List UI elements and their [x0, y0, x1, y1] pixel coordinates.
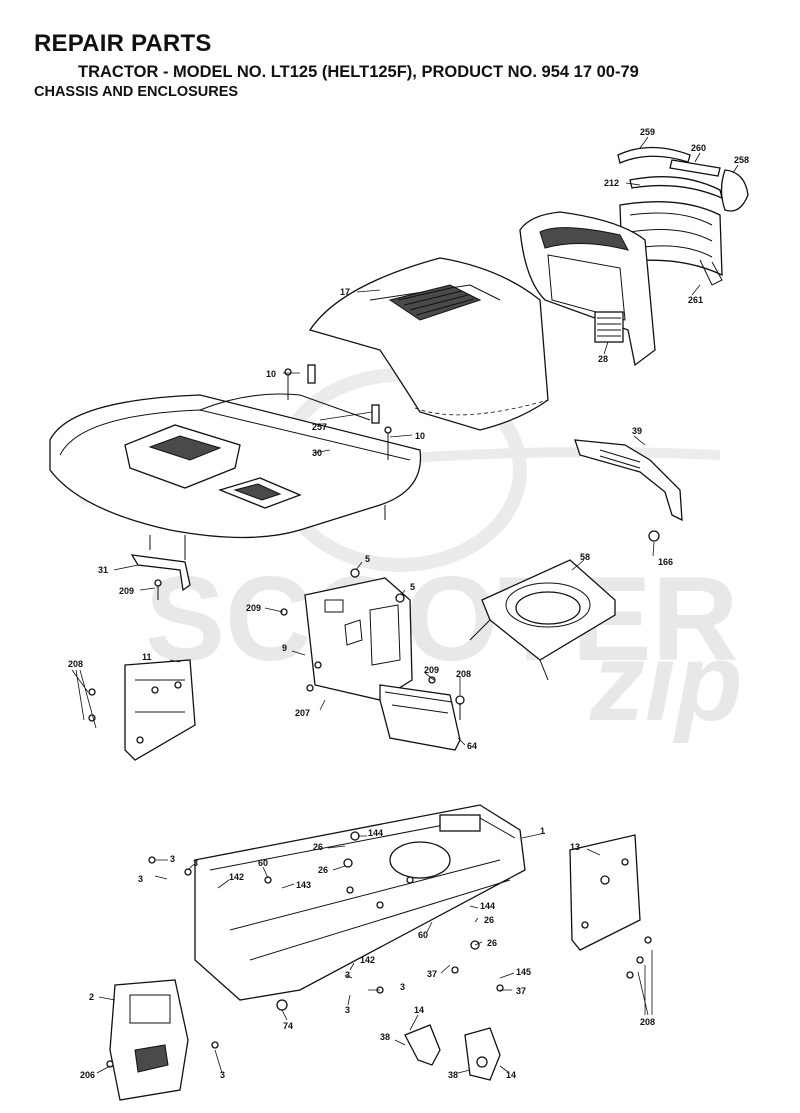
callout-26c: 26 [484, 915, 494, 925]
callout-31: 31 [98, 565, 108, 575]
side-panel-11 [124, 659, 196, 761]
callout-145: 145 [516, 967, 531, 977]
callout-60a: 60 [258, 858, 268, 868]
callout-5a: 5 [365, 554, 370, 564]
callout-142b: 142 [360, 955, 375, 965]
callout-11: 11 [142, 652, 152, 662]
callout-10b: 10 [415, 431, 425, 441]
callout-74: 74 [283, 1021, 293, 1031]
callout-166: 166 [658, 557, 673, 567]
callout-3c: 3 [138, 874, 143, 884]
callout-26d: 26 [487, 938, 497, 948]
hood [308, 257, 549, 431]
brackets-38 [404, 1024, 501, 1081]
front-panel-2 [109, 979, 189, 1101]
callout-3f: 3 [345, 1005, 350, 1015]
callout-38a: 38 [380, 1032, 390, 1042]
callout-207: 207 [295, 708, 310, 718]
leader-lines [71, 136, 739, 1074]
callout-206: 206 [80, 1070, 95, 1080]
callout-9: 9 [282, 643, 287, 653]
callout-260: 260 [691, 143, 706, 153]
callout-3g: 3 [220, 1070, 225, 1080]
callout-3e: 3 [400, 982, 405, 992]
callout-60b: 60 [418, 930, 428, 940]
callout-3d: 3 [345, 970, 350, 980]
callout-208a: 208 [456, 669, 471, 679]
rear-panel-13 [569, 834, 641, 951]
bracket-39 [574, 439, 683, 542]
callout-30: 30 [312, 448, 322, 458]
grille-frame [519, 211, 656, 367]
callout-3a: 3 [170, 854, 175, 864]
callout-26b: 26 [318, 865, 328, 875]
hardware [88, 608, 652, 1068]
callout-64: 64 [467, 741, 477, 751]
callout-257: 257 [312, 422, 327, 432]
dash-panel [304, 568, 413, 701]
duct-58 [469, 559, 616, 681]
callout-144a: 144 [368, 828, 383, 838]
callout-14b: 14 [506, 1070, 516, 1080]
callout-209a: 209 [119, 586, 134, 596]
callout-13: 13 [570, 842, 580, 852]
callout-2: 2 [89, 992, 94, 1002]
callout-144b: 144 [480, 901, 495, 911]
callout-1: 1 [540, 826, 545, 836]
model-subtitle: TRACTOR - MODEL NO. LT125 (HELT125F), PR… [78, 63, 639, 81]
callout-3b: 3 [193, 858, 198, 868]
callout-258: 258 [734, 155, 749, 165]
callout-17: 17 [340, 287, 350, 297]
watermark: SCOOTER zip [79, 368, 743, 744]
callout-259: 259 [640, 127, 655, 137]
callout-10a: 10 [266, 369, 276, 379]
callout-142a: 142 [229, 872, 244, 882]
callout-212: 212 [604, 178, 619, 188]
watermark-suffix: zip [589, 621, 743, 744]
callout-38b: 38 [448, 1070, 458, 1080]
lower-panel-64 [379, 684, 465, 751]
callout-143: 143 [296, 880, 311, 890]
watermark-brand: SCOOTER [145, 552, 738, 686]
callout-209b: 209 [246, 603, 261, 613]
callout-209c: 209 [424, 665, 439, 675]
callout-208c: 208 [640, 1017, 655, 1027]
callout-37a: 37 [427, 969, 437, 979]
callout-28: 28 [598, 354, 608, 364]
callout-39: 39 [632, 426, 642, 436]
callout-58: 58 [580, 552, 590, 562]
page-title: REPAIR PARTS [34, 30, 212, 57]
main-frame [194, 804, 526, 1001]
callout-37b: 37 [516, 986, 526, 996]
callout-261: 261 [688, 295, 703, 305]
callout-26a: 26 [313, 842, 323, 852]
fender-pan [49, 364, 422, 560]
section-title: CHASSIS AND ENCLOSURES [34, 84, 239, 100]
callout-5b: 5 [410, 582, 415, 592]
callout-208b: 208 [68, 659, 83, 669]
callout-labels: 259 260 258 212 261 17 28 10 257 10 30 3… [68, 127, 749, 1080]
callout-14a: 14 [414, 1005, 424, 1015]
